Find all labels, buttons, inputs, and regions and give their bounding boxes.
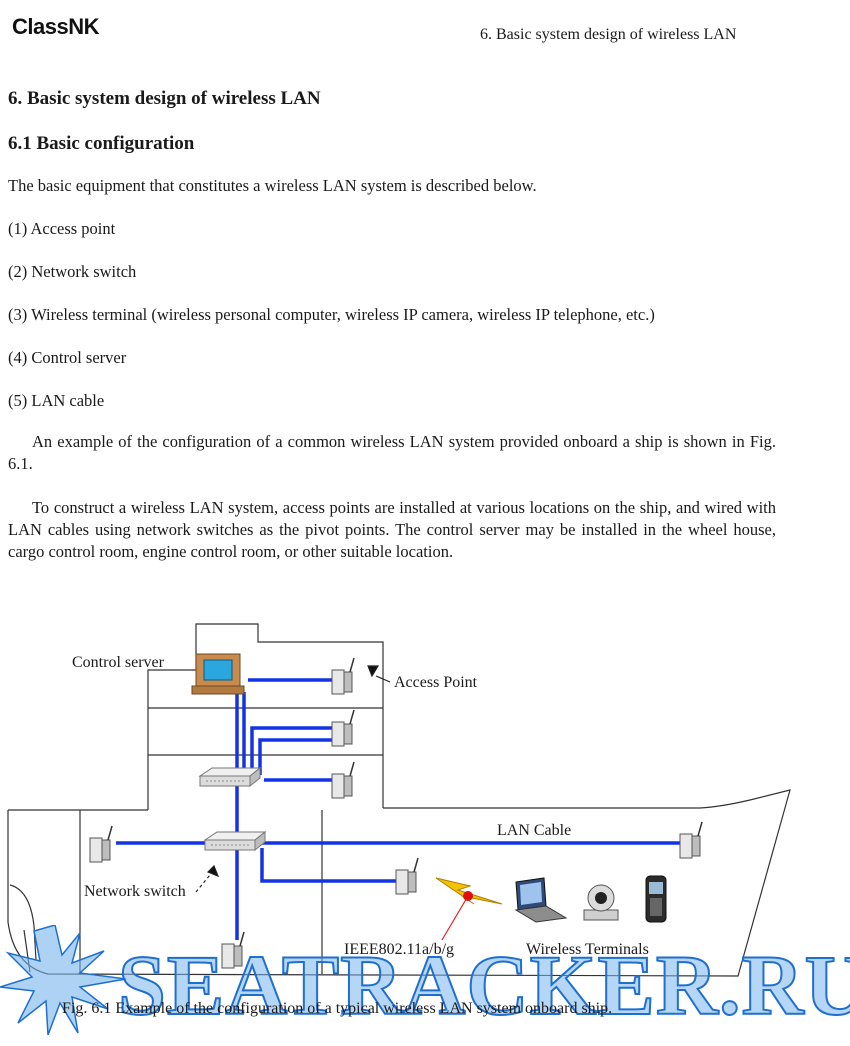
signal-dot xyxy=(463,891,473,901)
label-lan-cable: LAN Cable xyxy=(497,822,571,839)
lan-cables xyxy=(116,678,680,940)
switch-upper-icon xyxy=(199,767,261,787)
ip-phone-icon xyxy=(645,875,667,923)
access-point-icon xyxy=(331,657,355,695)
subsection-title: 6.1 Basic configuration xyxy=(8,133,195,154)
label-access-point: Access Point xyxy=(394,674,478,691)
laptop-icon xyxy=(514,877,568,923)
label-wireless-terminals: Wireless Terminals xyxy=(526,941,649,958)
ship-lan-diagram: Control server Access Point LAN Cable Ne… xyxy=(7,623,791,977)
section-title: 6. Basic system design of wireless LAN xyxy=(8,88,321,109)
access-point-icon xyxy=(331,709,355,747)
watermark-star-icon xyxy=(0,925,127,1035)
ship-outline xyxy=(7,623,791,977)
wireless-signal-icon xyxy=(435,877,503,905)
label-network-switch: Network switch xyxy=(84,883,186,900)
list-item: (3) Wireless terminal (wireless personal… xyxy=(8,305,655,324)
access-point-icon xyxy=(395,857,419,895)
watermark: SEATRACKER.RU xyxy=(117,936,850,1034)
list-item: (4) Control server xyxy=(8,348,127,367)
paragraph-1-text: An example of the configuration of a com… xyxy=(8,432,776,473)
label-control-server: Control server xyxy=(72,654,165,671)
list-item: (2) Network switch xyxy=(8,262,137,281)
paragraph-2: To construct a wireless LAN system, acce… xyxy=(8,497,776,563)
list-item: (1) Access point xyxy=(8,219,116,238)
paragraph-1: An example of the configuration of a com… xyxy=(8,431,776,475)
access-point-icon xyxy=(331,761,355,799)
label-standard: IEEE802.11a/b/g xyxy=(344,941,454,958)
list-item: (5) LAN cable xyxy=(8,391,105,410)
access-point-icon xyxy=(89,825,113,863)
figure-caption: Fig. 6.1 Example of the configuration of… xyxy=(62,1000,613,1017)
control-server-pc xyxy=(191,653,245,695)
label-pointers xyxy=(195,665,469,941)
switch-main-icon xyxy=(204,831,266,851)
ip-camera-icon xyxy=(583,884,619,921)
classnk-logo: ClassNK xyxy=(12,14,99,39)
running-head: 6. Basic system design of wireless LAN xyxy=(480,26,737,43)
intro-text: The basic equipment that constitutes a w… xyxy=(8,176,537,195)
paragraph-2-text: To construct a wireless LAN system, acce… xyxy=(8,498,776,561)
access-point-icon xyxy=(679,821,703,859)
